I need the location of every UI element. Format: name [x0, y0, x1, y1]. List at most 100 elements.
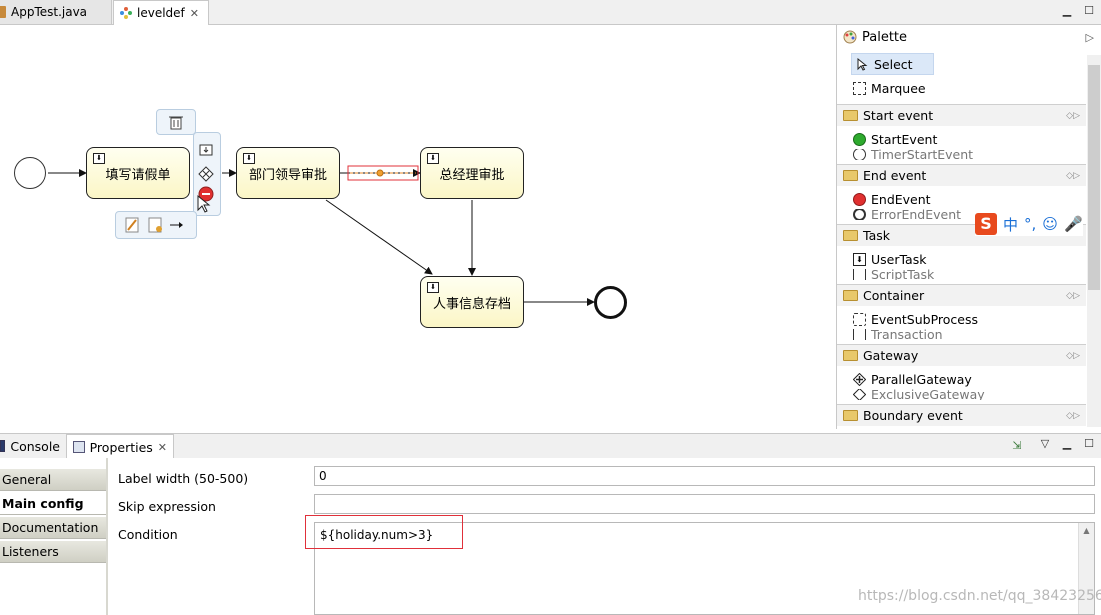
tab-leveldef[interactable]: leveldef ✕ [113, 0, 209, 25]
ime-punct-toggle[interactable]: °, [1024, 215, 1037, 233]
context-pad-top [156, 109, 196, 135]
palette-collapse-icon[interactable]: ▷ [1085, 30, 1094, 44]
transaction-icon [853, 329, 866, 340]
side-tabs-divider [106, 458, 108, 615]
skip-expression-input[interactable] [314, 494, 1095, 514]
add-gateway-icon[interactable] [198, 166, 214, 182]
mouse-cursor-icon [197, 194, 211, 213]
palette-script-task[interactable]: ScriptTask [853, 269, 934, 280]
user-task-icon: ⬇ [243, 153, 255, 164]
emoji-icon[interactable]: ☺ [1042, 215, 1058, 233]
ime-toolbar: S 中 °, ☺ 🎤 [975, 212, 1083, 236]
tab-label: AppTest.java [11, 5, 88, 19]
folder-icon [843, 410, 858, 421]
drawer-container[interactable]: Container ◇▷ [837, 284, 1086, 306]
task-dept-approval[interactable]: ⬇ 部门领导审批 [236, 147, 340, 199]
maximize-icon[interactable]: ☐ [1084, 437, 1094, 450]
timer-icon [853, 149, 866, 160]
drawer-start-event[interactable]: Start event ◇▷ [837, 104, 1086, 126]
collapse-icon[interactable]: ◇▷ [1066, 410, 1080, 421]
diagram-canvas[interactable]: ⬇ 填写请假单 ⬇ 部门领导审批 ⬇ 总经理审批 ⬇ 人事信息存档 [0, 25, 836, 429]
side-tab-documentation[interactable]: Documentation [0, 517, 106, 539]
view-tab-bar: Console Properties ✕ ⇲ ▽ ▁ ☐ [0, 433, 1101, 459]
side-tab-general[interactable]: General [0, 469, 106, 491]
palette-parallel-gateway[interactable]: ParallelGateway [853, 369, 972, 389]
ime-lang-toggle[interactable]: 中 [1003, 215, 1019, 234]
add-user-task-icon[interactable] [199, 144, 213, 156]
watermark: https://blog.csdn.net/qq_38423256 [858, 588, 1101, 604]
collapse-icon[interactable]: ◇▷ [1066, 350, 1080, 361]
folder-icon [843, 170, 858, 181]
drawer-end-event[interactable]: End event ◇▷ [837, 164, 1086, 186]
view-menu-icon[interactable]: ▽ [1040, 437, 1050, 450]
palette-icon [843, 30, 857, 44]
palette-timer-start-event[interactable]: TimerStartEvent [853, 149, 973, 160]
collapse-icon[interactable]: ◇▷ [1066, 170, 1080, 181]
folder-icon [843, 110, 858, 121]
flow-dept-to-hr [325, 199, 433, 275]
parallel-gateway-icon [853, 372, 866, 386]
cursor-icon [857, 57, 868, 71]
palette-tool-select[interactable]: Select [851, 53, 934, 75]
condition-scrollbar[interactable]: ▲ [1078, 523, 1094, 614]
close-icon[interactable]: ✕ [189, 6, 199, 20]
condition-highlight-box [305, 515, 463, 549]
minimize-icon[interactable]: ▁ [1062, 4, 1072, 17]
connect-arrow-icon[interactable] [170, 222, 183, 228]
folder-icon [843, 290, 858, 301]
tab-properties[interactable]: Properties ✕ [66, 434, 174, 459]
palette-transaction[interactable]: Transaction [853, 329, 943, 340]
microphone-icon[interactable]: 🎤 [1063, 215, 1083, 233]
condition-value: ${holiday.num>3} [320, 528, 434, 542]
label-width-label: Label width (50-500) [118, 471, 249, 486]
pin-view-icon[interactable]: ⇲ [1012, 439, 1022, 452]
palette-user-task[interactable]: ⬇ UserTask [853, 249, 926, 269]
condition-label: Condition [118, 527, 178, 542]
user-task-icon: ⬇ [93, 153, 105, 164]
tab-apptest-java[interactable]: AppTest.java [0, 0, 112, 24]
user-task-icon: ⬇ [427, 282, 439, 293]
palette-tool-marquee[interactable]: Marquee [853, 78, 926, 98]
palette-event-subprocess[interactable]: EventSubProcess [853, 309, 978, 329]
side-tab-main-config[interactable]: Main config [0, 493, 106, 515]
bpmn-diagram-icon [120, 7, 132, 19]
end-event[interactable] [594, 286, 627, 319]
label-width-input[interactable]: 0 [314, 466, 1095, 486]
context-pad-right [193, 132, 221, 216]
palette-scrollbar-thumb[interactable] [1088, 65, 1100, 290]
edit-properties-icon[interactable] [125, 217, 139, 233]
task-gm-approval[interactable]: ⬇ 总经理审批 [420, 147, 524, 199]
palette-exclusive-gateway[interactable]: ExclusiveGateway [853, 389, 985, 400]
task-hr-archive[interactable]: ⬇ 人事信息存档 [420, 276, 524, 328]
task-fill-leave-form[interactable]: ⬇ 填写请假单 [86, 147, 190, 199]
drawer-boundary-event[interactable]: Boundary event ◇▷ [837, 404, 1086, 426]
close-icon[interactable]: ✕ [157, 440, 167, 454]
condition-textarea[interactable]: ${holiday.num>3} ▲ [314, 522, 1095, 615]
side-tab-listeners[interactable]: Listeners [0, 541, 106, 563]
flow-midpoint-handle [376, 169, 384, 177]
sogou-logo-icon[interactable]: S [975, 213, 997, 235]
palette-error-end-event[interactable]: ErrorEndEvent [853, 209, 961, 220]
trash-icon[interactable] [157, 110, 195, 134]
tab-console[interactable]: Console [0, 434, 66, 458]
collapse-icon[interactable]: ◇▷ [1066, 290, 1080, 301]
folder-icon [843, 230, 858, 241]
sequence-flows [48, 165, 595, 306]
event-subprocess-icon [853, 312, 866, 326]
console-icon [0, 440, 6, 452]
minimize-icon[interactable]: ▁ [1062, 437, 1072, 450]
add-end-event-icon[interactable] [198, 186, 214, 202]
end-event-icon [853, 192, 866, 206]
palette-start-event[interactable]: StartEvent [853, 129, 937, 149]
edit-script-icon[interactable] [148, 217, 162, 233]
folder-icon [843, 350, 858, 361]
maximize-icon[interactable]: ☐ [1084, 4, 1094, 17]
start-event[interactable] [14, 157, 46, 189]
drawer-gateway[interactable]: Gateway ◇▷ [837, 344, 1086, 366]
palette-end-event[interactable]: EndEvent [853, 189, 931, 209]
script-task-icon [853, 269, 866, 280]
palette-title: Palette [862, 29, 908, 45]
collapse-icon[interactable]: ◇▷ [1066, 110, 1080, 121]
tab-label: leveldef [137, 6, 185, 20]
properties-icon [73, 441, 85, 453]
